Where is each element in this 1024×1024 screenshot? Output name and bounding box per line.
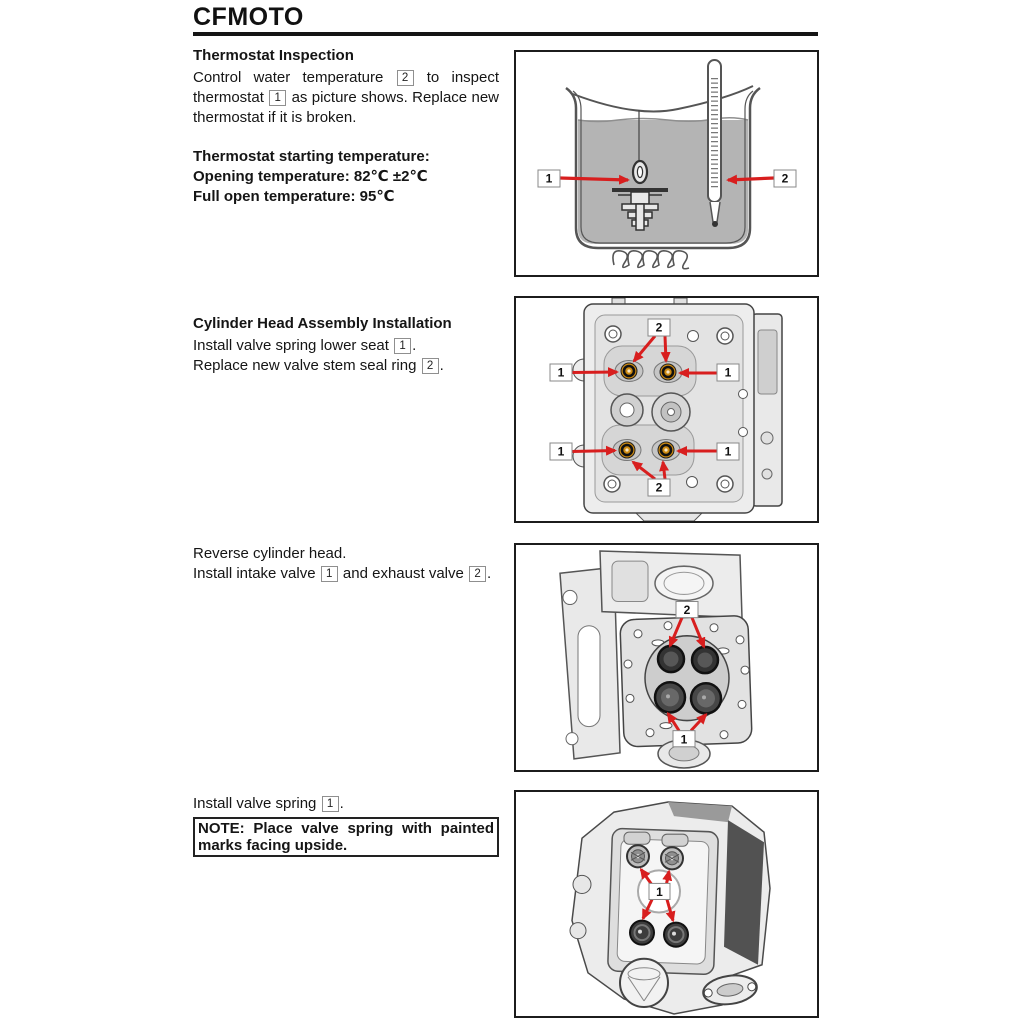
callout-1-lower-right: 1 xyxy=(716,442,740,461)
callout-1-text: 1 xyxy=(725,445,732,459)
body-text: Replace new valve stem seal ring 2. xyxy=(193,356,499,376)
ref-box-1: 1 xyxy=(321,796,339,812)
heat-squiggle xyxy=(612,249,690,270)
figure-valve-installation: 2 1 xyxy=(514,543,819,772)
hanging-wire xyxy=(572,85,754,113)
spec-full-open-temp: Full open temperature: 95℃ xyxy=(193,188,395,205)
callout-2: 2 xyxy=(773,169,797,188)
callout-arrows xyxy=(571,335,717,481)
valve-springs-upper xyxy=(626,844,684,871)
ref-box-1: 1 xyxy=(269,90,287,106)
figure-valve-seal-installation: 2 1 1 1 1 2 xyxy=(514,296,819,523)
callout-1: 1 xyxy=(648,882,671,900)
body-text: Install valve spring 1. xyxy=(193,794,499,814)
exhaust-flange xyxy=(702,974,758,1006)
body-text: Reverse cylinder head. xyxy=(193,545,347,562)
thermostat xyxy=(612,159,668,231)
callout-1-text: 1 xyxy=(558,366,565,380)
callout-2-text: 2 xyxy=(656,481,663,495)
text-run: . xyxy=(487,565,492,582)
intake-valves xyxy=(653,680,723,715)
body-text: Control water temperature 2 to inspect t… xyxy=(193,68,499,128)
text-run: to inspect thermostat xyxy=(193,69,500,106)
seal xyxy=(657,441,675,459)
section-thermostat-inspection: Thermostat Inspection Control water temp… xyxy=(193,46,499,207)
ref-box-2: 2 xyxy=(396,70,414,86)
text-run: as picture shows. Replace new thermostat… xyxy=(193,89,499,126)
callout-1-text: 1 xyxy=(725,366,732,380)
valve-springs-lower xyxy=(629,919,689,948)
water xyxy=(578,120,748,244)
callout-2-text: 2 xyxy=(782,172,789,186)
water-surface xyxy=(577,116,749,123)
callout-2: 2 xyxy=(675,600,699,619)
note-box: NOTE: Place valve spring with painted ma… xyxy=(193,817,499,857)
callout-1-upper-right: 1 xyxy=(716,363,740,382)
text-run: Control water temperature xyxy=(193,69,384,86)
section-heading: Cylinder Head Assembly Installation xyxy=(193,315,452,332)
callout-arrow xyxy=(559,174,630,185)
text-run: and exhaust valve xyxy=(342,565,464,582)
callout-1: 1 xyxy=(672,730,696,748)
callout-1-upper-left: 1 xyxy=(549,363,573,382)
text-run: Install intake valve xyxy=(193,565,316,582)
seal xyxy=(618,441,636,459)
callout-2-top: 2 xyxy=(647,318,671,337)
callout-2-bottom: 2 xyxy=(647,478,671,497)
section-valve-install: Reverse cylinder head. Install intake va… xyxy=(193,544,499,584)
text-run: Install valve spring xyxy=(193,795,317,812)
text-run: Install valve spring lower seat xyxy=(193,337,389,354)
callout-arrow xyxy=(726,174,775,185)
ref-box-2: 2 xyxy=(469,566,487,582)
bolt-holes xyxy=(603,325,748,493)
body-text: Install valve spring lower seat 1. xyxy=(193,336,499,356)
brand-title: CFMOTO xyxy=(193,3,304,31)
body-text: Install intake valve 1 and exhaust valve… xyxy=(193,564,499,584)
cylinder-head-bottom-view xyxy=(559,550,753,769)
callout-1-lower-left: 1 xyxy=(549,442,573,461)
callout-1-text: 1 xyxy=(546,172,553,186)
ref-box-2: 2 xyxy=(421,358,439,374)
spec-opening-temp: Opening temperature: 82℃ ±2℃ xyxy=(193,168,428,185)
figure-thermostat-test: 1 2 xyxy=(514,50,819,277)
thermostat-specs: Thermostat starting temperature: Opening… xyxy=(193,147,499,207)
header-rule xyxy=(193,32,818,36)
callout-1-text: 1 xyxy=(558,445,565,459)
callout-1-text: 1 xyxy=(656,885,663,899)
text-run: . xyxy=(339,795,344,812)
cylinder-head-angled-view xyxy=(569,801,771,1015)
callout-1-text: 1 xyxy=(681,732,688,746)
seal xyxy=(659,363,677,381)
cylinder-head-top-view xyxy=(572,298,783,521)
text-run: . xyxy=(412,337,417,354)
text-run: Replace new valve stem seal ring xyxy=(193,357,417,374)
ref-box-1: 1 xyxy=(320,566,338,582)
seal xyxy=(620,362,638,380)
spec-title: Thermostat starting temperature: xyxy=(193,148,430,165)
callout-arrows xyxy=(666,617,708,732)
text-run: . xyxy=(439,357,444,374)
callout-2-text: 2 xyxy=(656,321,663,335)
section-heading: Thermostat Inspection xyxy=(193,47,354,64)
valve-stem-seals xyxy=(612,360,683,461)
callout-1: 1 xyxy=(537,169,561,188)
section-cylinder-head-install: Cylinder Head Assembly Installation Inst… xyxy=(193,314,499,376)
ref-box-1: 1 xyxy=(394,338,412,354)
figure-valve-spring-installation: 1 xyxy=(514,790,819,1018)
beaker xyxy=(565,86,761,250)
section-valve-spring-install: Install valve spring 1. NOTE: Place valv… xyxy=(193,794,499,857)
thermometer xyxy=(707,59,722,227)
callout-2-text: 2 xyxy=(684,603,691,617)
